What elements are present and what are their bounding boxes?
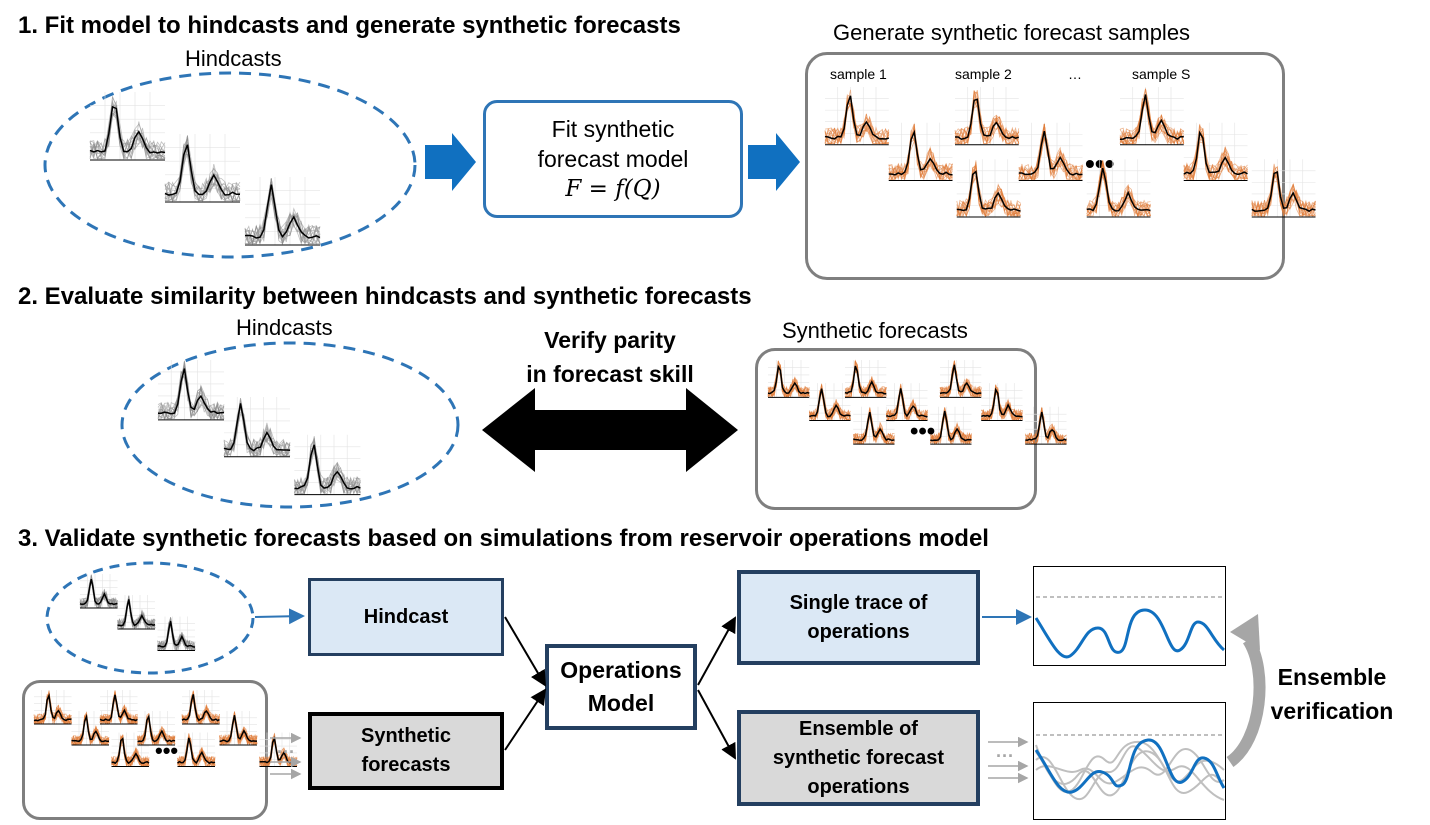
synthetic-forecasts-label: Synthetic forecasts: [782, 318, 968, 343]
ensemble-plot: [1033, 702, 1226, 820]
section1-hindcasts-label: Hindcasts: [185, 46, 282, 71]
operations-model-box[interactable]: Operations Model: [545, 644, 697, 730]
ensemble-box[interactable]: Ensemble of synthetic forecast operation…: [737, 710, 980, 806]
ensemble-verification-label: Ensemble verification: [1270, 664, 1394, 724]
synthetic-ellipsis-2: •••: [910, 418, 936, 445]
section1-heading: 1. Fit model to hindcasts and generate s…: [18, 12, 681, 39]
fit-model-box: Fit synthetic forecast model F = f(Q): [483, 100, 743, 218]
gray-dots-left: ···: [277, 742, 295, 762]
verify-line1: Verify parity: [544, 327, 676, 353]
fit-box-line1: Fit synthetic: [551, 116, 675, 142]
single-trace-box[interactable]: Single trace of operations: [737, 570, 980, 665]
synthetic-forecasts-box-3: [22, 680, 268, 820]
gray-dots-right: ···: [996, 746, 1014, 766]
synthetic-ellipsis-3: •••: [155, 738, 179, 763]
sample-label-s: sample S: [1132, 66, 1191, 82]
synthetic-forecasts-box-op[interactable]: Synthetic forecasts: [308, 712, 504, 790]
sample-label-1: sample 1: [830, 66, 887, 82]
verify-line2: in forecast skill: [526, 361, 694, 387]
section2-hindcasts-label: Hindcasts: [236, 315, 333, 340]
single-trace-plot: [1033, 566, 1226, 666]
fit-box-line2: forecast model: [537, 146, 689, 172]
verify-parity-label: Verify parity in forecast skill: [500, 323, 720, 391]
section3-heading: 3. Validate synthetic forecasts based on…: [18, 525, 989, 552]
fit-box-equation: F = f(Q): [565, 176, 661, 202]
samples-title: Generate synthetic forecast samples: [833, 20, 1191, 45]
hindcast-box[interactable]: Hindcast: [308, 578, 504, 656]
sample-label-dots: …: [1068, 66, 1082, 82]
section2-heading: 2. Evaluate similarity between hindcasts…: [18, 283, 752, 310]
sample-label-2: sample 2: [955, 66, 1012, 82]
samples-box: [805, 52, 1285, 280]
